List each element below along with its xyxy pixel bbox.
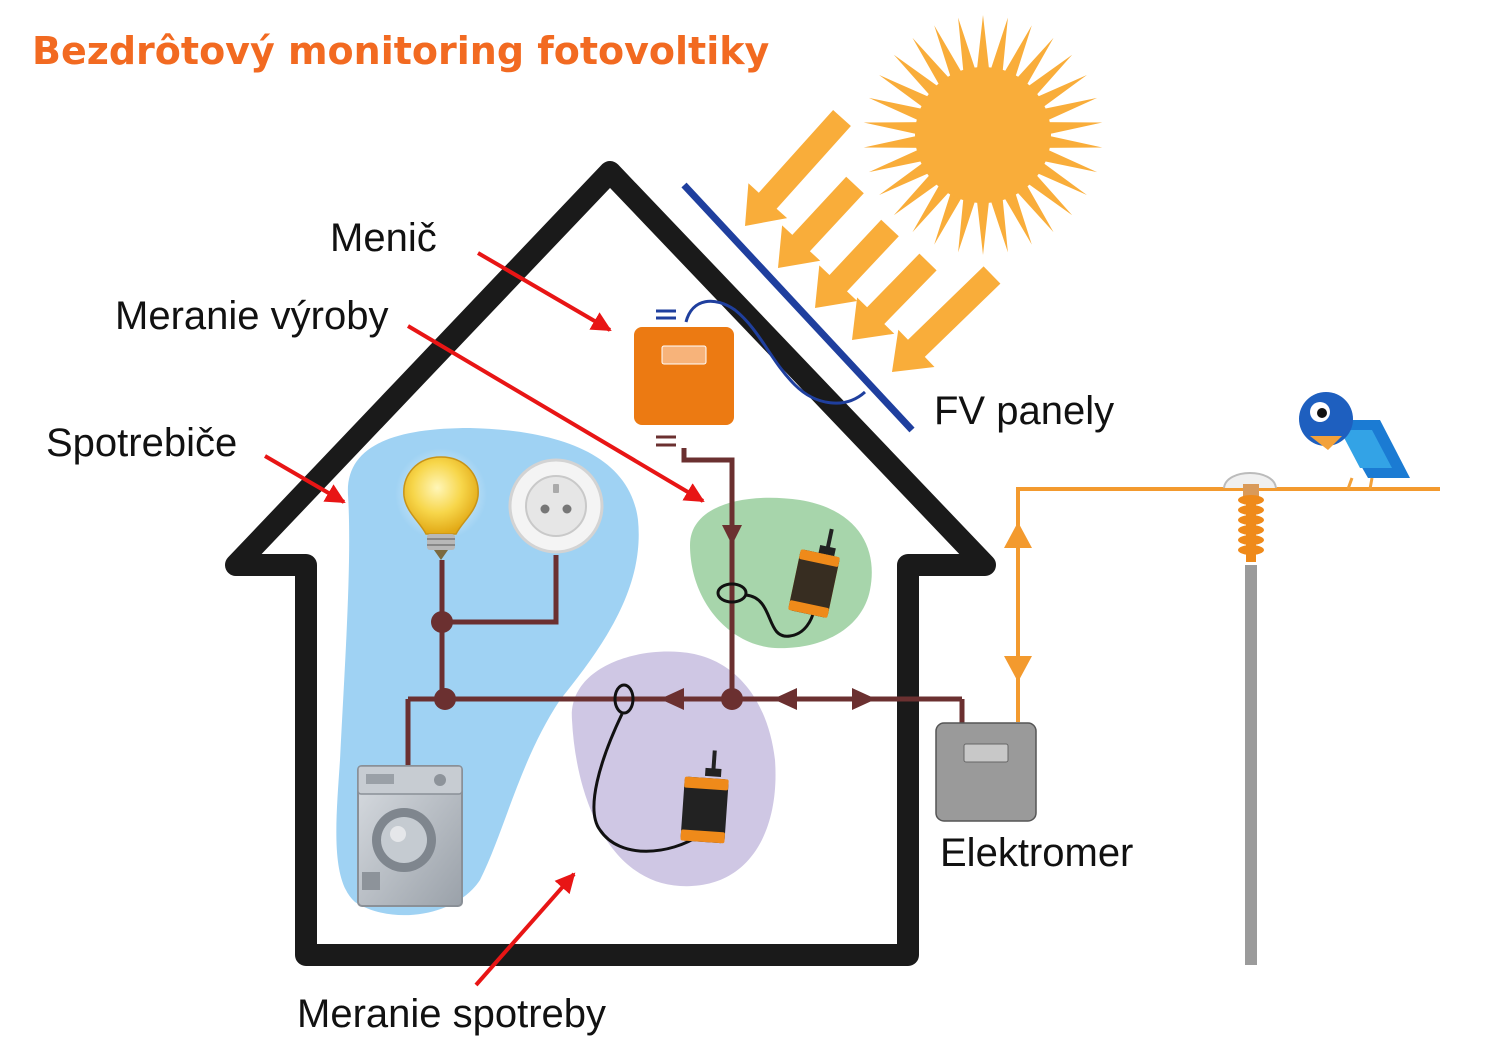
insulator-core xyxy=(1246,496,1256,562)
sun-rays xyxy=(745,110,1001,372)
sun-ray-arrow xyxy=(815,219,899,308)
consumption-current-clamp xyxy=(613,683,635,715)
utility-pole-icon xyxy=(1223,472,1277,965)
sun-icon xyxy=(863,15,1103,255)
label-fv-panely: FV panely xyxy=(934,389,1114,433)
label-meranie-vyroby: Meranie výroby xyxy=(115,294,388,338)
grid-flow-arrows xyxy=(1004,522,1032,682)
label-menic: Menič xyxy=(330,216,437,260)
washing-machine-icon xyxy=(357,765,463,907)
production-zone xyxy=(690,497,872,649)
pointer-meranie-spotreby xyxy=(474,872,576,987)
wireless-sensor-icon xyxy=(680,750,729,844)
production-sensor-cable xyxy=(745,593,816,638)
sun-ray-arrow xyxy=(778,176,864,268)
label-elektromer: Elektromer xyxy=(940,831,1133,875)
sun-ray-arrow xyxy=(745,110,851,226)
label-meranie-spotreby: Meranie spotreby xyxy=(297,992,606,1036)
wireless-sensor-icon xyxy=(788,528,840,618)
ac-symbol xyxy=(656,435,676,447)
house-outline xyxy=(225,161,996,966)
dc-symbol xyxy=(656,309,676,320)
production-current-clamp xyxy=(716,582,748,604)
label-spotrebice: Spotrebiče xyxy=(46,421,237,465)
pointer-spotrebice xyxy=(263,454,346,504)
pointer-menic xyxy=(476,251,612,332)
solar-panel xyxy=(681,182,915,433)
power-socket-icon xyxy=(508,458,604,554)
pointer-meranie-vyroby xyxy=(406,324,705,503)
sun-core xyxy=(915,67,1051,203)
sun-ray-arrow xyxy=(892,266,1001,372)
pointer-arrows xyxy=(263,251,705,987)
light-bulb-icon xyxy=(395,448,487,560)
wiring-junctions xyxy=(431,611,743,710)
bird-icon xyxy=(1299,392,1410,490)
electricity-meter-icon xyxy=(935,722,1037,822)
diagram-title: Bezdrôtový monitoring fotovoltiky xyxy=(32,29,770,73)
consumption-sensor-cable xyxy=(592,713,701,853)
flow-arrows xyxy=(660,525,876,710)
grid-line xyxy=(1016,487,1440,722)
dc-cable xyxy=(684,299,867,405)
inverter-icon xyxy=(634,327,734,425)
consumption-zone xyxy=(571,651,776,887)
sun-ray-arrow xyxy=(852,253,937,340)
